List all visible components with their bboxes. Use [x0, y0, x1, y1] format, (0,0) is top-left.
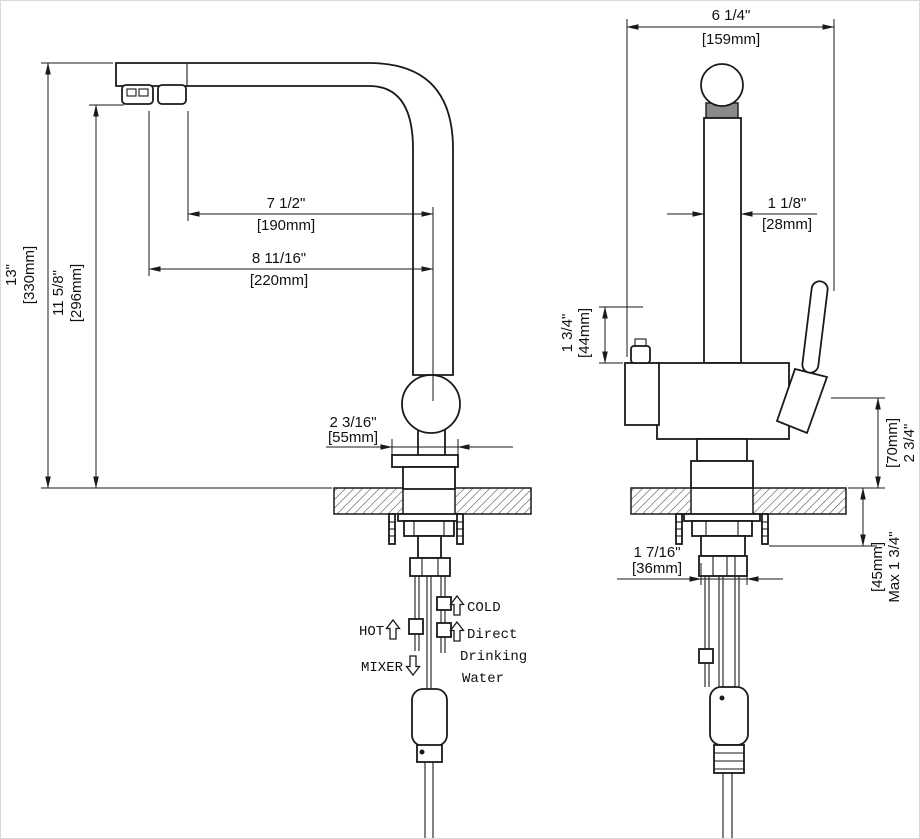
ball-joint — [401, 374, 461, 434]
base-flange — [391, 454, 459, 468]
dim-spout-pipe-width-mm: [28mm] — [762, 216, 812, 233]
faucet-body-front — [656, 362, 790, 440]
dim-outlet-height-mm: [44mm] — [576, 308, 593, 358]
dim-overall-width: 6 1/4" [159mm] — [626, 7, 835, 357]
countertop-right — [752, 487, 847, 515]
spout-top-ball — [700, 63, 744, 107]
filter-outlet-housing — [624, 362, 660, 426]
side-view: HOT COLD Direct Drinking Water MIXER 13"… — [3, 62, 532, 838]
dim-shank-width-inches: 1 7/16" — [633, 544, 680, 561]
dim-overall-reach-mm: [220mm] — [250, 272, 308, 289]
hot-label: HOT — [359, 624, 384, 640]
mounting-hardware — [675, 513, 769, 577]
front-view: 6 1/4" [159mm] 1 1/8" [28mm] 1 3/4" [44m… — [559, 7, 918, 838]
spout-pipe — [703, 117, 742, 364]
filter-nozzle — [630, 345, 651, 364]
faucet-side-body — [115, 62, 454, 376]
front-base — [690, 460, 754, 489]
hose-weight — [709, 686, 749, 746]
dim-max-counter-thickness-inches: Max 1 3/4" — [886, 531, 903, 602]
dim-overall-width-mm: [159mm] — [702, 31, 760, 48]
dim-spout-reach-inches: 7 1/2" — [267, 195, 306, 212]
direct-water-label-line2: Drinking — [460, 649, 527, 665]
supply-hoses — [408, 576, 452, 838]
dim-handle-base-height-mm: [70mm] — [884, 418, 901, 468]
hose-weight — [411, 688, 448, 747]
hot-up-arrow-icon — [385, 618, 401, 640]
dim-total-height: 13" [330mm] — [3, 62, 332, 489]
mixer-label: MIXER — [361, 660, 404, 676]
dim-total-height-mm: [330mm] — [21, 246, 38, 304]
countertop-left — [333, 487, 404, 515]
cold-fitting — [436, 596, 452, 611]
mounting-hardware — [388, 513, 464, 577]
dim-overall-width-inches: 6 1/4" — [712, 7, 751, 24]
spray-aerator-detail — [138, 88, 149, 97]
dim-overall-reach-inches: 8 11/16" — [252, 250, 306, 267]
dim-shank-width: 1 7/16" [36mm] — [617, 544, 783, 585]
direct-water-label-line3: Water — [462, 671, 504, 687]
dim-base-width-inches: 2 3/16" — [329, 414, 376, 431]
dim-spout-pipe-width-inches: 1 1/8" — [768, 195, 807, 212]
dim-spout-pipe-width: 1 1/8" [28mm] — [667, 195, 817, 233]
hose-connector — [713, 744, 745, 774]
weight-screw — [719, 695, 725, 701]
dim-height-to-spray: 11 5/8" [296mm] — [50, 104, 124, 489]
cold-label: COLD — [467, 600, 501, 616]
spray-outlet — [157, 84, 187, 105]
dim-total-height-inches: 13" — [3, 264, 20, 286]
direct-water-fitting — [436, 622, 452, 638]
mixer-down-arrow-icon — [405, 655, 421, 677]
base-shank — [402, 466, 456, 490]
hose-manifold — [409, 557, 451, 577]
dim-base-width: 2 3/16" [55mm] — [326, 414, 513, 455]
dim-outlet-height: 1 3/4" [44mm] — [559, 306, 643, 364]
dim-outlet-height-inches: 1 3/4" — [559, 314, 576, 353]
handle-lever — [801, 280, 829, 374]
front-neck — [696, 438, 748, 462]
direct-water-label-line1: Direct — [467, 627, 517, 643]
direct-water-up-arrow-icon — [449, 620, 465, 642]
countertop-right — [454, 487, 532, 515]
weight-screw — [419, 749, 425, 755]
dim-height-to-spray-inches: 11 5/8" — [50, 270, 67, 316]
hose-fitting — [698, 648, 714, 664]
dim-handle-base-height-inches: 2 3/4" — [901, 424, 918, 463]
cold-up-arrow-icon — [449, 594, 465, 616]
countertop-left — [630, 487, 692, 515]
spray-aerator-detail — [126, 88, 137, 97]
hot-fitting — [408, 618, 424, 635]
hose-manifold — [698, 555, 748, 577]
spray-aerator — [121, 84, 154, 105]
dim-handle-base-height: [70mm] 2 3/4" — [831, 397, 918, 489]
dim-spout-reach-mm: [190mm] — [257, 217, 315, 234]
handle-base — [775, 367, 829, 435]
dim-max-counter-thickness-mm: [45mm] — [869, 542, 886, 592]
dim-overall-reach: 8 11/16" [220mm] — [148, 111, 434, 289]
hose-weight-cap — [416, 744, 443, 763]
dim-height-to-spray-mm: [296mm] — [68, 264, 85, 322]
dim-base-width-mm: [55mm] — [328, 429, 378, 446]
dim-shank-width-mm: [36mm] — [632, 560, 682, 577]
supply-hoses — [698, 576, 749, 838]
dim-spout-reach: 7 1/2" [190mm] — [187, 111, 434, 401]
dim-max-counter-thickness: [45mm] Max 1 3/4" — [769, 487, 903, 603]
